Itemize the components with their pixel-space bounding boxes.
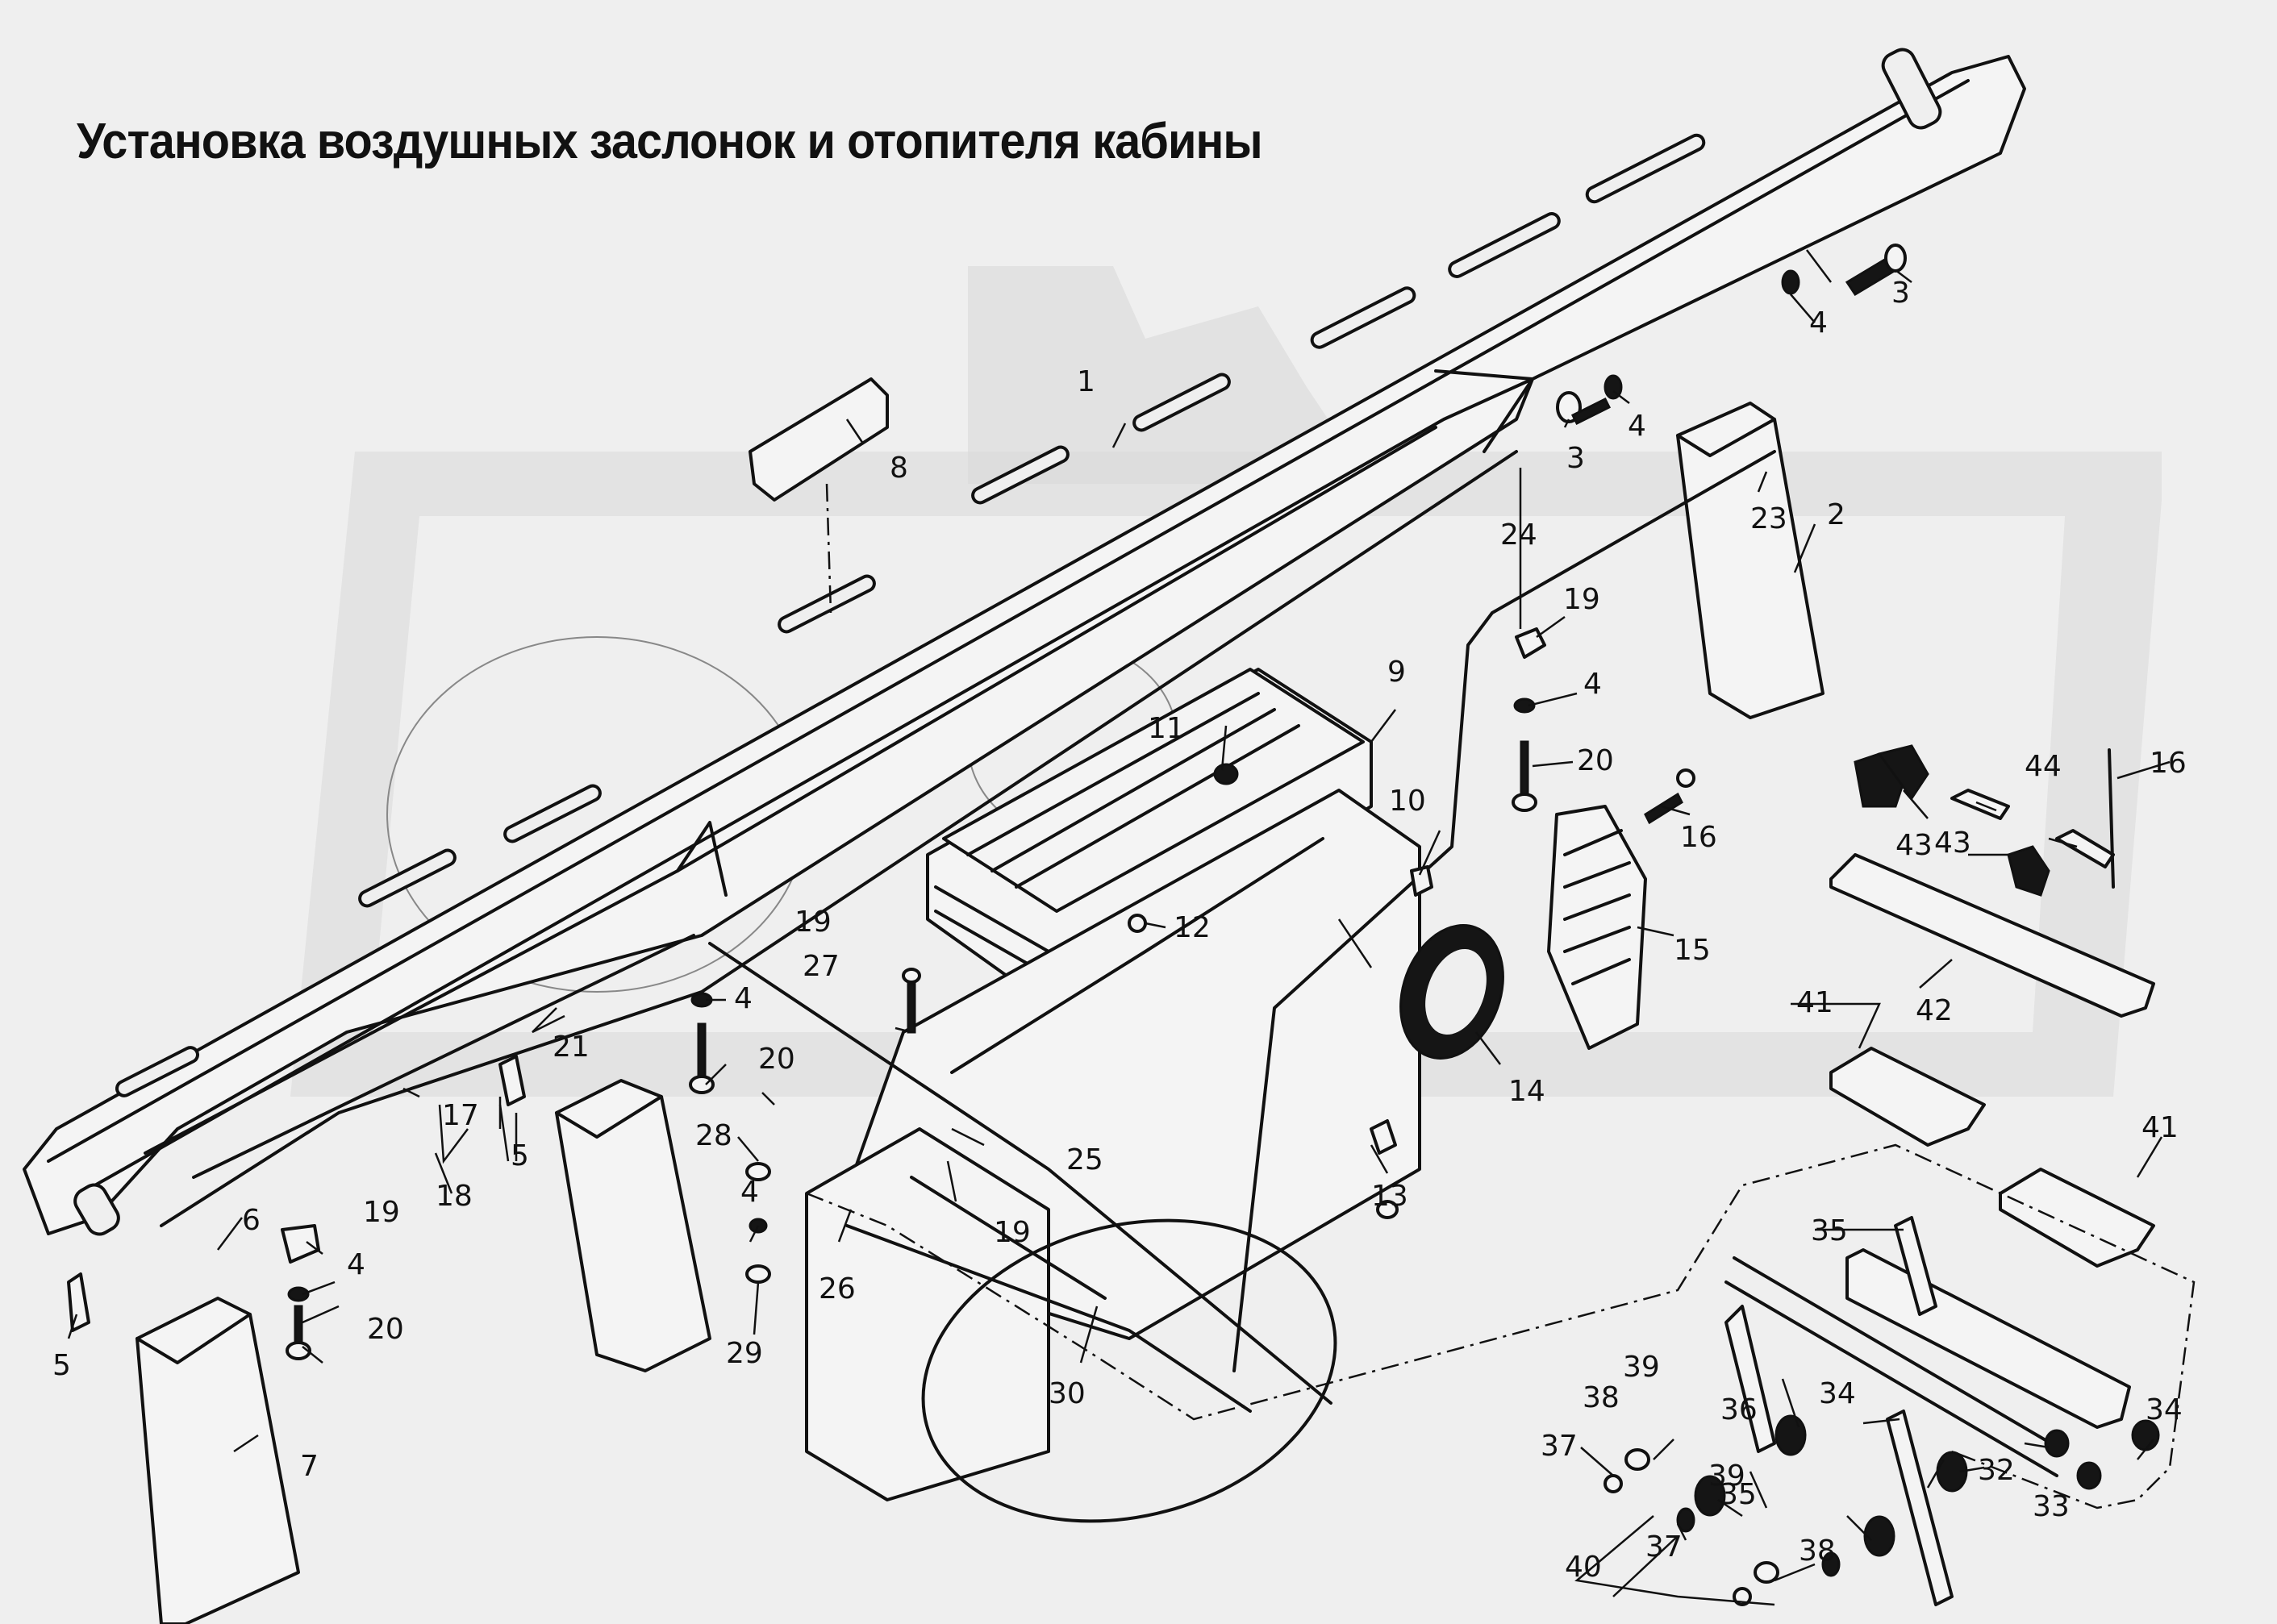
callout-26: 26 [819, 1272, 856, 1305]
part-13-heater-housing [805, 789, 1421, 1523]
part-9-heater-core [926, 668, 1373, 1001]
plates-41-42 [1829, 744, 2155, 1268]
callout-40: 40 [1565, 1551, 1602, 1584]
callout-44: 44 [2025, 750, 2062, 783]
callout-19c: 19 [994, 1216, 1031, 1249]
callout-5b: 5 [52, 1349, 71, 1382]
center-duct [555, 1079, 711, 1372]
callout-21: 21 [553, 1031, 590, 1064]
callout-3b: 3 [1566, 442, 1585, 475]
leader-lines [67, 249, 2171, 1606]
beam-slots [115, 48, 1942, 1097]
callout-9: 9 [1387, 656, 1406, 689]
callout-19d: 19 [363, 1196, 400, 1229]
callout-20c: 20 [367, 1313, 404, 1346]
callout-35a: 35 [1811, 1214, 1848, 1247]
callout-38a: 38 [1583, 1381, 1620, 1414]
callout-6: 6 [242, 1204, 261, 1237]
callout-20a: 20 [1577, 744, 1614, 777]
callout-28: 28 [695, 1119, 732, 1152]
callout-19b: 19 [794, 906, 832, 939]
control-cables [192, 450, 1776, 1413]
callout-2: 2 [1827, 498, 1845, 531]
callout-43b: 43 [1934, 827, 1971, 860]
callout-34a: 34 [1819, 1377, 1856, 1410]
callout-5a: 5 [511, 1139, 529, 1172]
callout-25: 25 [1066, 1143, 1103, 1176]
floor-outline [806, 1143, 2196, 1509]
callout-16a: 16 [1680, 821, 1717, 854]
callout-19a: 19 [1563, 583, 1600, 616]
callout-38b: 38 [1799, 1534, 1836, 1568]
part-2-duct [1676, 402, 1825, 719]
callout-8: 8 [890, 452, 908, 485]
callout-4e: 4 [740, 1176, 759, 1209]
part-14-fan [1399, 924, 1504, 1060]
callout-30: 30 [1049, 1377, 1086, 1410]
callout-4d: 4 [734, 982, 753, 1015]
callout-4f: 4 [347, 1248, 365, 1281]
callout-42: 42 [1916, 994, 1953, 1027]
callout-35b: 35 [1720, 1478, 1757, 1511]
callout-10: 10 [1389, 785, 1426, 818]
callout-1: 1 [1077, 365, 1095, 398]
callout-4c: 4 [1583, 668, 1602, 701]
callout-12: 12 [1174, 911, 1211, 944]
callout-18: 18 [436, 1180, 473, 1213]
callout-43a: 43 [1895, 829, 1933, 862]
callout-20b: 20 [758, 1043, 795, 1076]
callout-37b: 37 [1645, 1530, 1683, 1564]
callout-39a: 39 [1623, 1351, 1660, 1384]
callout-13: 13 [1371, 1180, 1408, 1213]
callout-15: 15 [1674, 934, 1711, 967]
part-15-vent-grille [1547, 805, 1647, 1050]
callout-16b: 16 [2150, 747, 2187, 780]
part-8-pad [749, 377, 889, 614]
callout-4a: 4 [1809, 306, 1828, 339]
callout-37a: 37 [1541, 1430, 1578, 1463]
callout-41a: 41 [1796, 986, 1833, 1019]
callout-34b: 34 [2146, 1393, 2183, 1426]
callout-17: 17 [442, 1099, 479, 1132]
callout-14: 14 [1508, 1075, 1545, 1108]
callout-32: 32 [1978, 1454, 2015, 1487]
callout-23: 23 [1750, 502, 1787, 535]
callout-11: 11 [1148, 712, 1185, 745]
callout-36: 36 [1720, 1393, 1758, 1426]
lever-bracket-assembly [1603, 1216, 2160, 1606]
diagram-title: Установка воздушных заслонок и отопителя… [77, 114, 1263, 169]
callout-41b: 41 [2141, 1111, 2179, 1144]
callout-3a: 3 [1891, 277, 1910, 310]
callout-33: 33 [2033, 1490, 2070, 1523]
callout-27: 27 [803, 950, 840, 983]
part-7-duct [136, 1297, 300, 1624]
callout-4b: 4 [1628, 410, 1646, 443]
callout-labels: 1 2 3 3 4 4 4 4 4 4 5 5 6 7 8 9 10 11 12… [52, 277, 2187, 1584]
part-1-dash-panel-beam [23, 48, 2026, 1236]
callout-24: 24 [1500, 518, 1537, 552]
callout-29: 29 [726, 1337, 763, 1370]
callout-7: 7 [300, 1450, 319, 1483]
callout-39b: 39 [1708, 1460, 1745, 1493]
